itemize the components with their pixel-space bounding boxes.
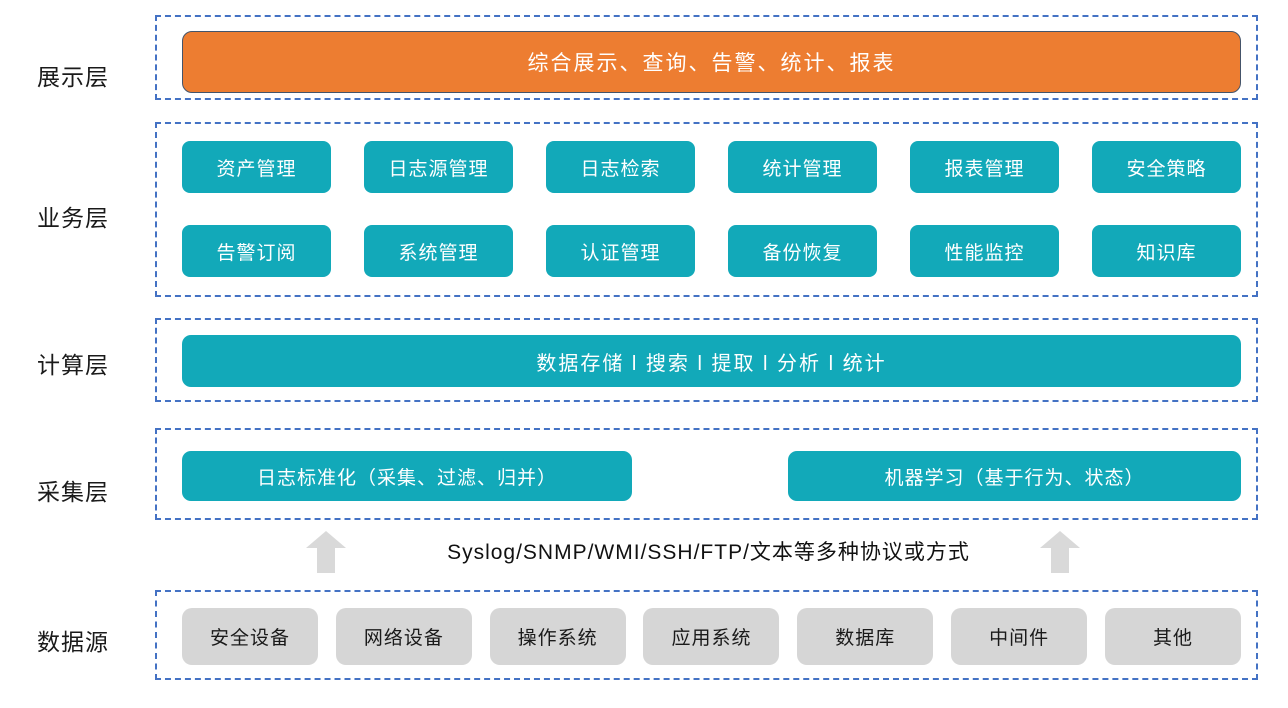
business-box-report-mgmt: 报表管理: [910, 141, 1059, 193]
business-row-2: 告警订阅 系统管理 认证管理 备份恢复 性能监控 知识库: [182, 225, 1241, 277]
collection-layer-container: 日志标准化（采集、过滤、归并） 机器学习（基于行为、状态）: [155, 428, 1258, 520]
computing-box: 数据存储 l 搜索 l 提取 l 分析 l 统计: [182, 335, 1241, 387]
business-box-system-mgmt: 系统管理: [364, 225, 513, 277]
business-box-log-search: 日志检索: [546, 141, 695, 193]
collection-row: 日志标准化（采集、过滤、归并） 机器学习（基于行为、状态）: [182, 451, 1241, 501]
up-arrow-icon: [306, 531, 346, 573]
business-box-asset-mgmt: 资产管理: [182, 141, 331, 193]
datasource-box-other: 其他: [1104, 608, 1241, 665]
up-arrow-icon: [1040, 531, 1080, 573]
datasource-layer-container: 安全设备 网络设备 操作系统 应用系统 数据库 中间件 其他: [155, 590, 1258, 680]
business-box-perf-monitor: 性能监控: [910, 225, 1059, 277]
business-box-logsource-mgmt: 日志源管理: [364, 141, 513, 193]
datasource-box-network-device: 网络设备: [335, 608, 472, 665]
datasource-box-os: 操作系统: [489, 608, 626, 665]
business-box-backup-restore: 备份恢复: [728, 225, 877, 277]
business-box-auth-mgmt: 认证管理: [546, 225, 695, 277]
collection-box-machine-learning: 机器学习（基于行为、状态）: [788, 451, 1241, 501]
datasource-box-database: 数据库: [797, 608, 934, 665]
datasource-box-security-device: 安全设备: [182, 608, 318, 665]
presentation-layer-container: 综合展示、查询、告警、统计、报表: [155, 15, 1258, 100]
layer-label-business: 业务层: [37, 205, 109, 231]
business-box-security-policy: 安全策略: [1092, 141, 1241, 193]
datasource-box-middleware: 中间件: [951, 608, 1088, 665]
datasource-box-app-system: 应用系统: [643, 608, 780, 665]
business-layer-container: 资产管理 日志源管理 日志检索 统计管理 报表管理 安全策略 告警订阅 系统管理…: [155, 122, 1258, 297]
business-box-knowledge-base: 知识库: [1092, 225, 1241, 277]
presentation-box: 综合展示、查询、告警、统计、报表: [182, 31, 1241, 93]
computing-layer-container: 数据存储 l 搜索 l 提取 l 分析 l 统计: [155, 318, 1258, 402]
collection-box-log-normalize: 日志标准化（采集、过滤、归并）: [182, 451, 632, 501]
layer-label-collection: 采集层: [37, 479, 109, 505]
layer-label-datasource: 数据源: [37, 629, 109, 655]
layer-label-computing: 计算层: [37, 352, 109, 378]
business-box-alert-subscribe: 告警订阅: [182, 225, 331, 277]
datasource-row: 安全设备 网络设备 操作系统 应用系统 数据库 中间件 其他: [182, 608, 1241, 665]
business-box-stats-mgmt: 统计管理: [728, 141, 877, 193]
layer-label-presentation: 展示层: [37, 64, 109, 90]
business-row-1: 资产管理 日志源管理 日志检索 统计管理 报表管理 安全策略: [182, 141, 1241, 193]
transport-protocols-text: Syslog/SNMP/WMI/SSH/FTP/文本等多种协议或方式: [447, 541, 970, 564]
